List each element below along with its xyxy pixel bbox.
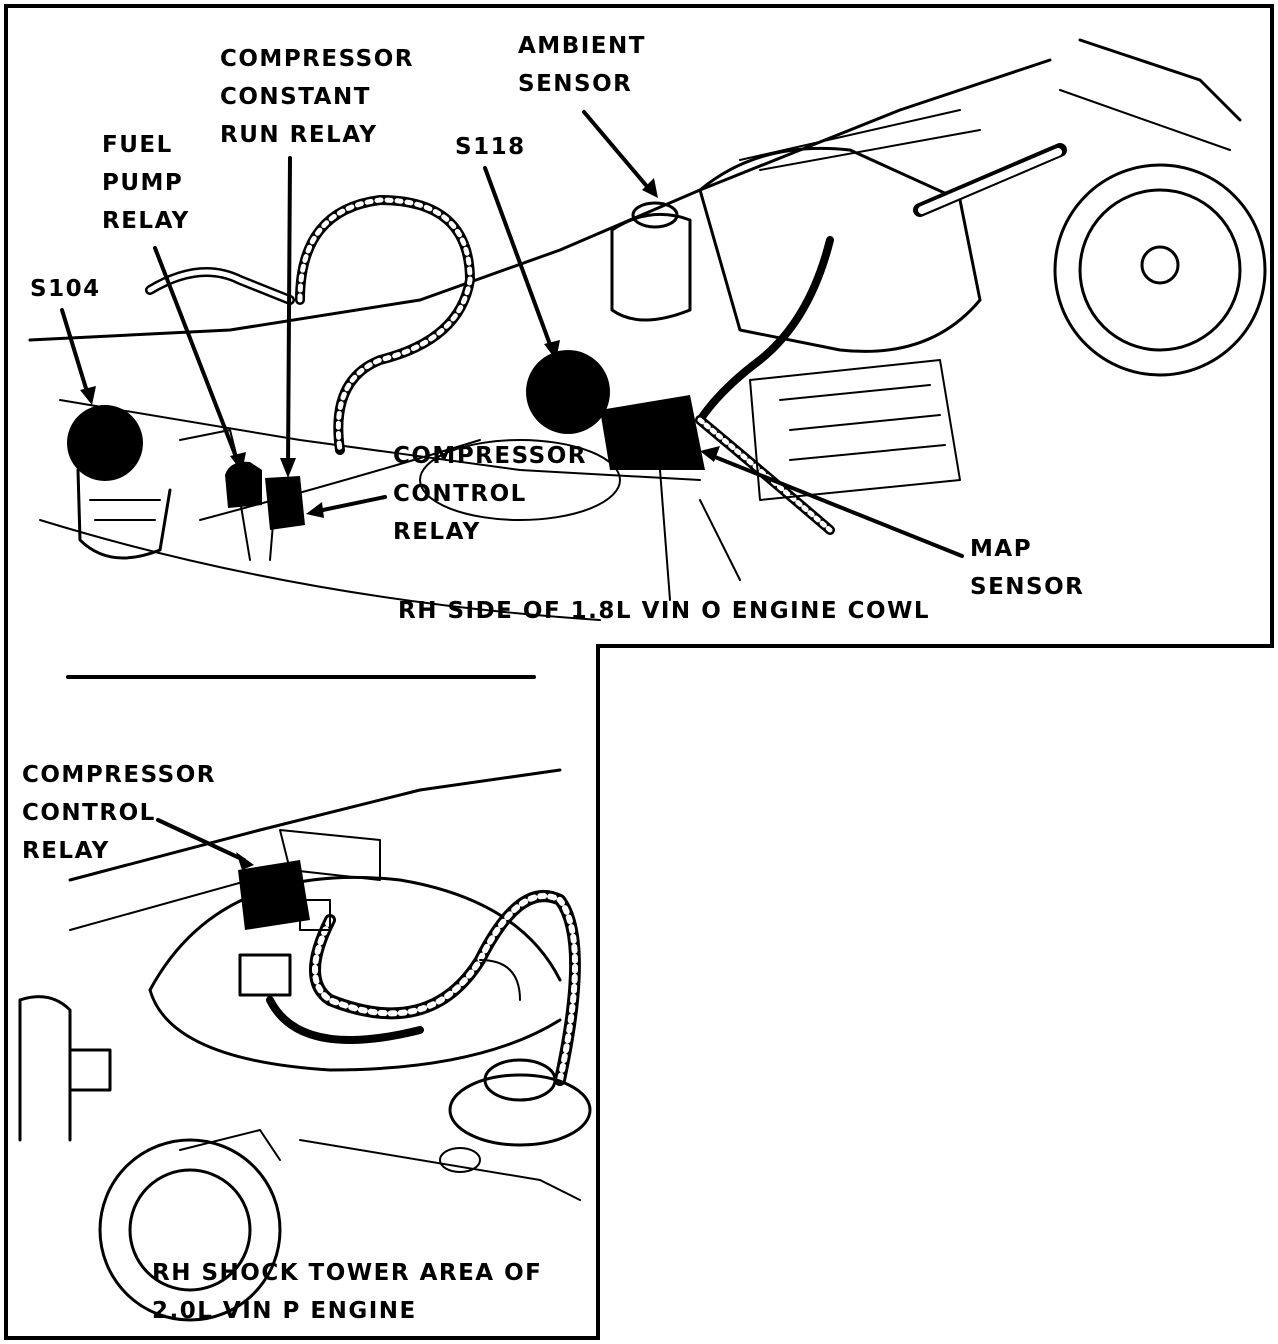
fuel-pump-relay-block (225, 461, 262, 508)
s104-label: S104 (30, 276, 101, 302)
top-diagram-panel (4, 4, 1274, 648)
s118-label: S118 (455, 134, 526, 160)
map-sensor-label: MAP SENSOR (970, 536, 1085, 600)
bottom-diagram-caption: RH SHOCK TOWER AREA OF 2.0L VIN P ENGINE (152, 1260, 543, 1324)
fuel-pump-relay-label: FUEL PUMP RELAY (102, 132, 190, 234)
bottom-diagram-panel (4, 644, 600, 1340)
map-sensor-block (600, 395, 705, 470)
ambient-sensor-label: AMBIENT SENSOR (518, 33, 646, 97)
s118-splice (526, 350, 610, 434)
compressor-control-relay-label-top: COMPRESSOR CONTROL RELAY (393, 443, 587, 545)
compressor-constant-run-relay-label: COMPRESSOR CONSTANT RUN RELAY (220, 46, 414, 148)
compressor-control-relay-block-bottom (238, 860, 310, 930)
top-diagram-caption: RH SIDE OF 1.8L VIN O ENGINE COWL (398, 598, 931, 624)
compressor-control-relay-label-bottom: COMPRESSOR CONTROL RELAY (22, 762, 216, 864)
s104-component (67, 405, 143, 481)
compressor-constant-run-relay-block (265, 476, 305, 530)
